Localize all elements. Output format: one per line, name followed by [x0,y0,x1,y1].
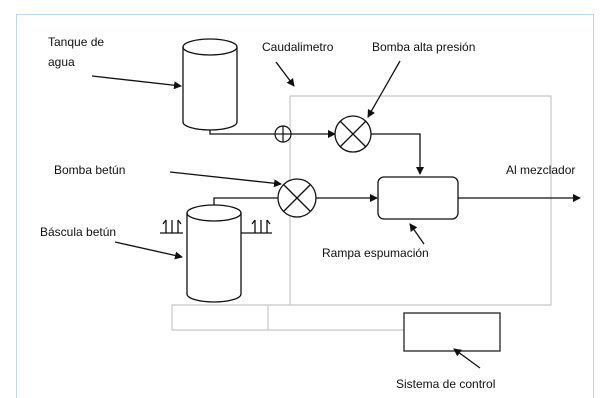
arrow-bitumen-pump-label [169,171,282,188]
label-tank-line1: Tanque de [48,35,104,49]
label-scale: Báscula betún [40,225,116,239]
pipe-bitumen-tank-to-pump [213,197,278,205]
flowmeter-symbol [274,125,292,143]
arrow-control-label [453,348,481,369]
label-mixer: Al mezclador [506,163,575,177]
arrow-ramp-label [409,223,425,245]
foaming-ramp-box [377,176,459,220]
label-flowmeter: Caudalimetro [262,40,334,54]
water-tank-top [182,38,238,56]
label-control-system: Sistema de control [396,377,495,391]
scale-left-prongs [162,219,182,233]
pipe-tank-to-flowmeter [209,130,275,135]
control-line-mid [171,304,551,330]
pipe-pump-to-ramp [371,133,424,175]
bitumen-pump-symbol [277,178,317,218]
arrow-scale-label [114,241,183,260]
bitumen-tank [186,204,242,303]
water-pipe [209,130,424,175]
scale-right-prongs [251,219,271,233]
control-system-box [403,312,501,352]
bitumen-scale [160,219,272,234]
bitumen-pipe [213,194,581,205]
water-tank-body [182,47,238,131]
bitumen-tank-top [186,204,242,222]
label-high-pressure-pump: Bomba alta presión [372,40,475,54]
water-tank [182,38,238,131]
arrow-hp-pump-label [367,60,401,118]
control-line-top [290,95,552,305]
figure-border [16,14,594,398]
arrow-flowmeter-label [275,61,295,87]
label-bitumen-pump: Bomba betún [54,163,125,177]
high-pressure-pump-symbol [334,115,372,153]
label-tank-line2: agua [48,55,75,69]
label-foaming-ramp: Rampa espumación [322,246,429,260]
bitumen-tank-body [186,213,242,303]
label-arrows [91,60,481,369]
arrow-tank-label [91,75,182,90]
